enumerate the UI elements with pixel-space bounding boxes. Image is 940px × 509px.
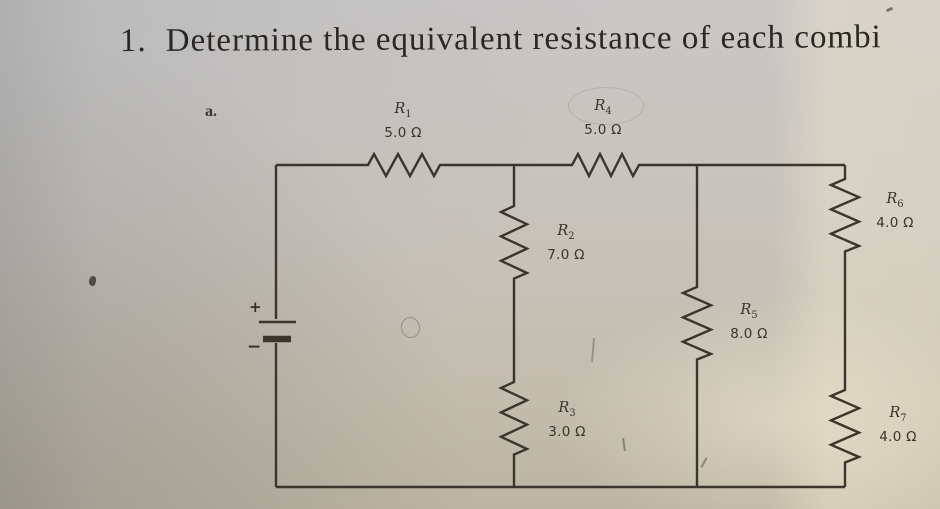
r1-value: 5.0 Ω [384,124,422,141]
resistor-label-r2: R2 7.0 Ω [547,221,585,264]
r7-symbol: R7 [889,405,907,424]
r7-value: 4.0 Ω [879,428,917,445]
part-label-a: a. [205,103,217,120]
battery-minus-label: − [247,337,262,357]
battery-plus-label: + [249,298,262,316]
r6-value: 4.0 Ω [876,214,914,231]
branch-r5-resistor [679,165,715,487]
r5-value: 8.0 Ω [730,325,768,342]
resistor-label-r3: R3 3.0 Ω [548,398,586,441]
faint-oval-around-r4 [568,87,644,125]
r2-symbol: R2 [557,223,575,242]
resistor-label-r6: R6 4.0 Ω [876,189,914,232]
r1-symbol: R1 [394,101,412,120]
r3-value: 3.0 Ω [548,423,586,440]
middle-branch-r2-r3-resistors [498,165,530,487]
resistor-label-r1: R1 5.0 Ω [384,99,422,142]
resistor-label-r7: R7 4.0 Ω [879,403,917,446]
resistor-label-r5: R5 8.0 Ω [730,300,768,343]
r3-symbol: R3 [558,400,576,419]
top-wire-with-r1-r4-resistors [276,151,845,179]
r5-symbol: R5 [740,302,758,321]
r2-value: 7.0 Ω [547,246,585,263]
r6-symbol: R6 [886,191,904,210]
right-wire-r6-r7-resistors [827,165,863,487]
r4-value: 5.0 Ω [584,121,622,138]
